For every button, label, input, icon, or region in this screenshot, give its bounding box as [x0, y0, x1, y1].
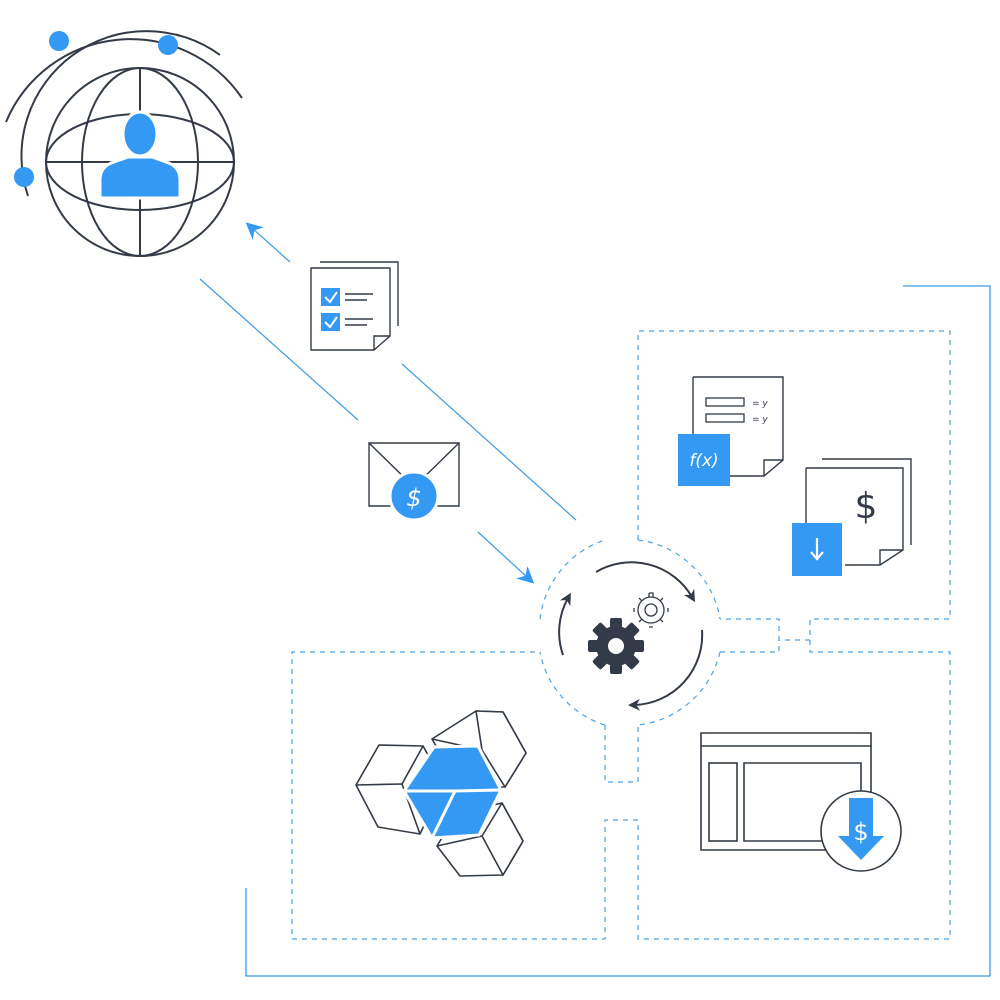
connector-vertical	[604, 725, 639, 783]
flow-line-left	[199, 278, 359, 421]
flow-line-right	[401, 363, 577, 521]
formula-eq-2: = y	[752, 415, 768, 425]
envelope-dollar-sign: $	[406, 484, 421, 512]
user-silhouette-icon	[98, 110, 182, 200]
outer-frame-line	[245, 285, 991, 977]
arrow-to-process	[477, 531, 535, 584]
download-arrow-icon	[810, 538, 824, 561]
gear-small-icon	[633, 592, 669, 628]
connector-horizontal	[291, 640, 951, 940]
formula-document-icon: = y = y f(x)	[678, 376, 784, 486]
globe-user-icon	[5, 30, 243, 257]
region-top-right	[637, 330, 951, 641]
dollar-document-download-icon: $	[792, 458, 912, 576]
cubes-icon	[355, 710, 527, 877]
fx-label: f(x)	[689, 451, 718, 471]
window-dollar-download-icon: $	[700, 732, 902, 872]
checklist-document-icon	[310, 261, 399, 351]
document-dollar-sign: $	[855, 486, 878, 527]
formula-eq-1: = y	[752, 399, 768, 409]
window-dollar-sign: $	[853, 818, 868, 846]
gears-cycle-icon	[558, 561, 704, 711]
arrow-to-globe	[245, 222, 291, 263]
process-ring	[539, 539, 721, 726]
gear-large-icon	[588, 618, 644, 674]
envelope-dollar-icon: $	[368, 442, 460, 522]
dashed-regions	[291, 330, 951, 940]
